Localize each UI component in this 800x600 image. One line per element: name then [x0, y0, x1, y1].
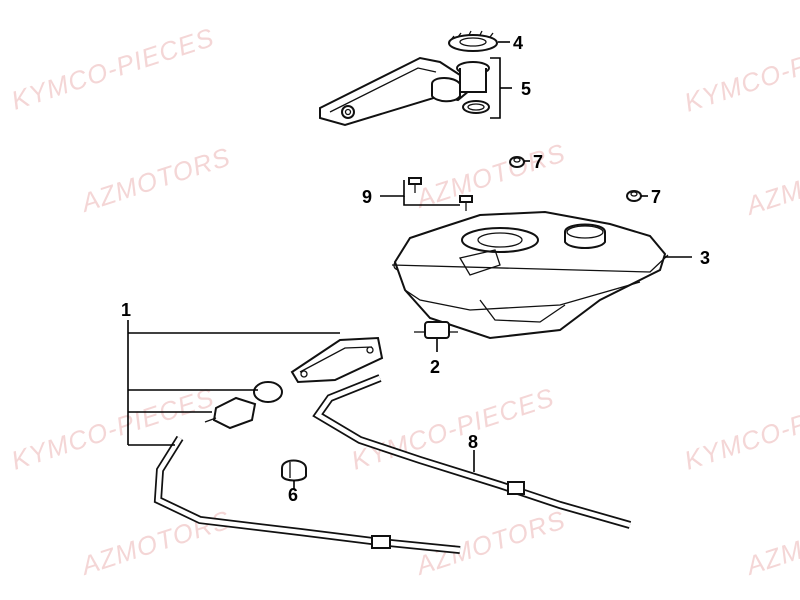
- watermark-azmotors: AZMOTORS: [741, 504, 800, 581]
- part-7-nut-upper[interactable]: [509, 156, 525, 168]
- callout-7: 7: [533, 152, 543, 172]
- callout-4: 4: [513, 33, 523, 53]
- watermark-kymco: KYMCO-PIECES: [681, 382, 800, 476]
- part-1-fuel-filter[interactable]: [204, 381, 283, 430]
- callout-1: 1: [121, 300, 131, 320]
- watermark-kymco: KYMCO-PIECES: [348, 382, 558, 476]
- part-1-fuel-hose-left[interactable]: [153, 435, 461, 554]
- part-6-hose-clip[interactable]: [281, 459, 307, 482]
- part-4-cap-ring[interactable]: [448, 30, 498, 52]
- watermark-kymco: KYMCO-PIECES: [8, 382, 218, 476]
- leader-lines: [127, 41, 692, 490]
- part-5-fuel-unit[interactable]: [319, 56, 490, 127]
- callout-7: 7: [651, 187, 661, 207]
- callout-labels: 4 5 7 7 9 3 2 1 6 8: [121, 33, 710, 505]
- callout-8: 8: [468, 432, 478, 452]
- callout-9: 9: [362, 187, 372, 207]
- watermark-kymco: KYMCO-PIECES: [8, 22, 218, 116]
- part-9-bolt-lower[interactable]: [459, 195, 473, 211]
- callout-6: 6: [288, 485, 298, 505]
- watermark-azmotors: AZMOTORS: [741, 144, 800, 221]
- bracket[interactable]: [290, 336, 384, 384]
- part-9-bolt-upper[interactable]: [408, 177, 422, 193]
- watermark-azmotors: AZMOTORS: [76, 141, 234, 218]
- callout-3: 3: [700, 248, 710, 268]
- callout-2: 2: [430, 357, 440, 377]
- watermark-azmotors: AZMOTORS: [411, 137, 569, 214]
- part-8-fuel-hose[interactable]: [312, 374, 632, 529]
- watermark-azmotors: AZMOTORS: [411, 504, 569, 581]
- callout-5: 5: [521, 79, 531, 99]
- part-3-fuel-tank[interactable]: [391, 210, 669, 340]
- part-2-fuel-valve[interactable]: [414, 321, 458, 339]
- watermark-azmotors: AZMOTORS: [76, 504, 234, 581]
- part-7-nut-lower[interactable]: [626, 190, 642, 202]
- watermark-kymco: KYMCO-PIECES: [681, 24, 800, 118]
